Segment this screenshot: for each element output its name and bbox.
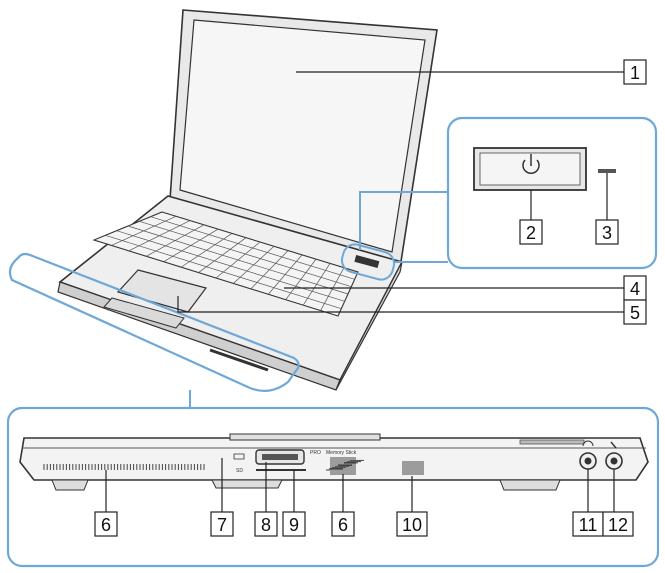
callout-8-label: 8 xyxy=(261,515,271,535)
right-lid-slot xyxy=(520,440,584,444)
power-indicator xyxy=(598,169,616,173)
callout-5: 5 xyxy=(624,300,646,324)
callout-1: 1 xyxy=(624,60,646,84)
sd-indicator-label: SD xyxy=(236,468,243,474)
speaker-grille xyxy=(402,462,424,474)
callout-10: 10 xyxy=(397,512,427,536)
headphones-jack-hole xyxy=(585,458,592,465)
callout-12: 12 xyxy=(603,512,633,536)
callout-7-label: 7 xyxy=(217,515,227,535)
laptop-illustration xyxy=(58,10,437,390)
callout-9-label: 9 xyxy=(289,515,299,535)
memory-stick-slot-inner xyxy=(262,454,298,460)
callout-12-label: 12 xyxy=(608,515,628,535)
zoom-frame xyxy=(448,118,656,268)
callout-2-label: 2 xyxy=(526,223,536,243)
callout-11-label: 11 xyxy=(579,515,598,535)
callout-1-label: 1 xyxy=(630,63,640,83)
lid-lip xyxy=(230,434,380,440)
callout-5-label: 5 xyxy=(630,303,640,323)
memory-stick-label: Memory Stick xyxy=(326,450,357,456)
callout-6a-label: 6 xyxy=(101,515,111,535)
power-button-inner xyxy=(480,153,580,185)
callout-2: 2 xyxy=(520,220,542,244)
callout-4: 4 xyxy=(624,276,646,300)
callout-6a: 6 xyxy=(95,512,117,536)
callout-4-label: 4 xyxy=(630,279,640,299)
front-foot-right xyxy=(500,480,560,490)
front-foot-left xyxy=(52,480,88,490)
callout-11: 11 xyxy=(573,512,603,536)
callout-6b: 6 xyxy=(332,512,354,536)
callout-3-label: 3 xyxy=(602,223,612,243)
callout-10-label: 10 xyxy=(402,515,422,535)
callout-3: 3 xyxy=(596,220,618,244)
callout-8: 8 xyxy=(255,512,277,536)
callout-9: 9 xyxy=(283,512,305,536)
callout-6b-label: 6 xyxy=(338,515,348,535)
microphone-jack-hole xyxy=(611,458,618,465)
pro-label: PRO xyxy=(310,450,321,456)
callout-7: 7 xyxy=(211,512,233,536)
